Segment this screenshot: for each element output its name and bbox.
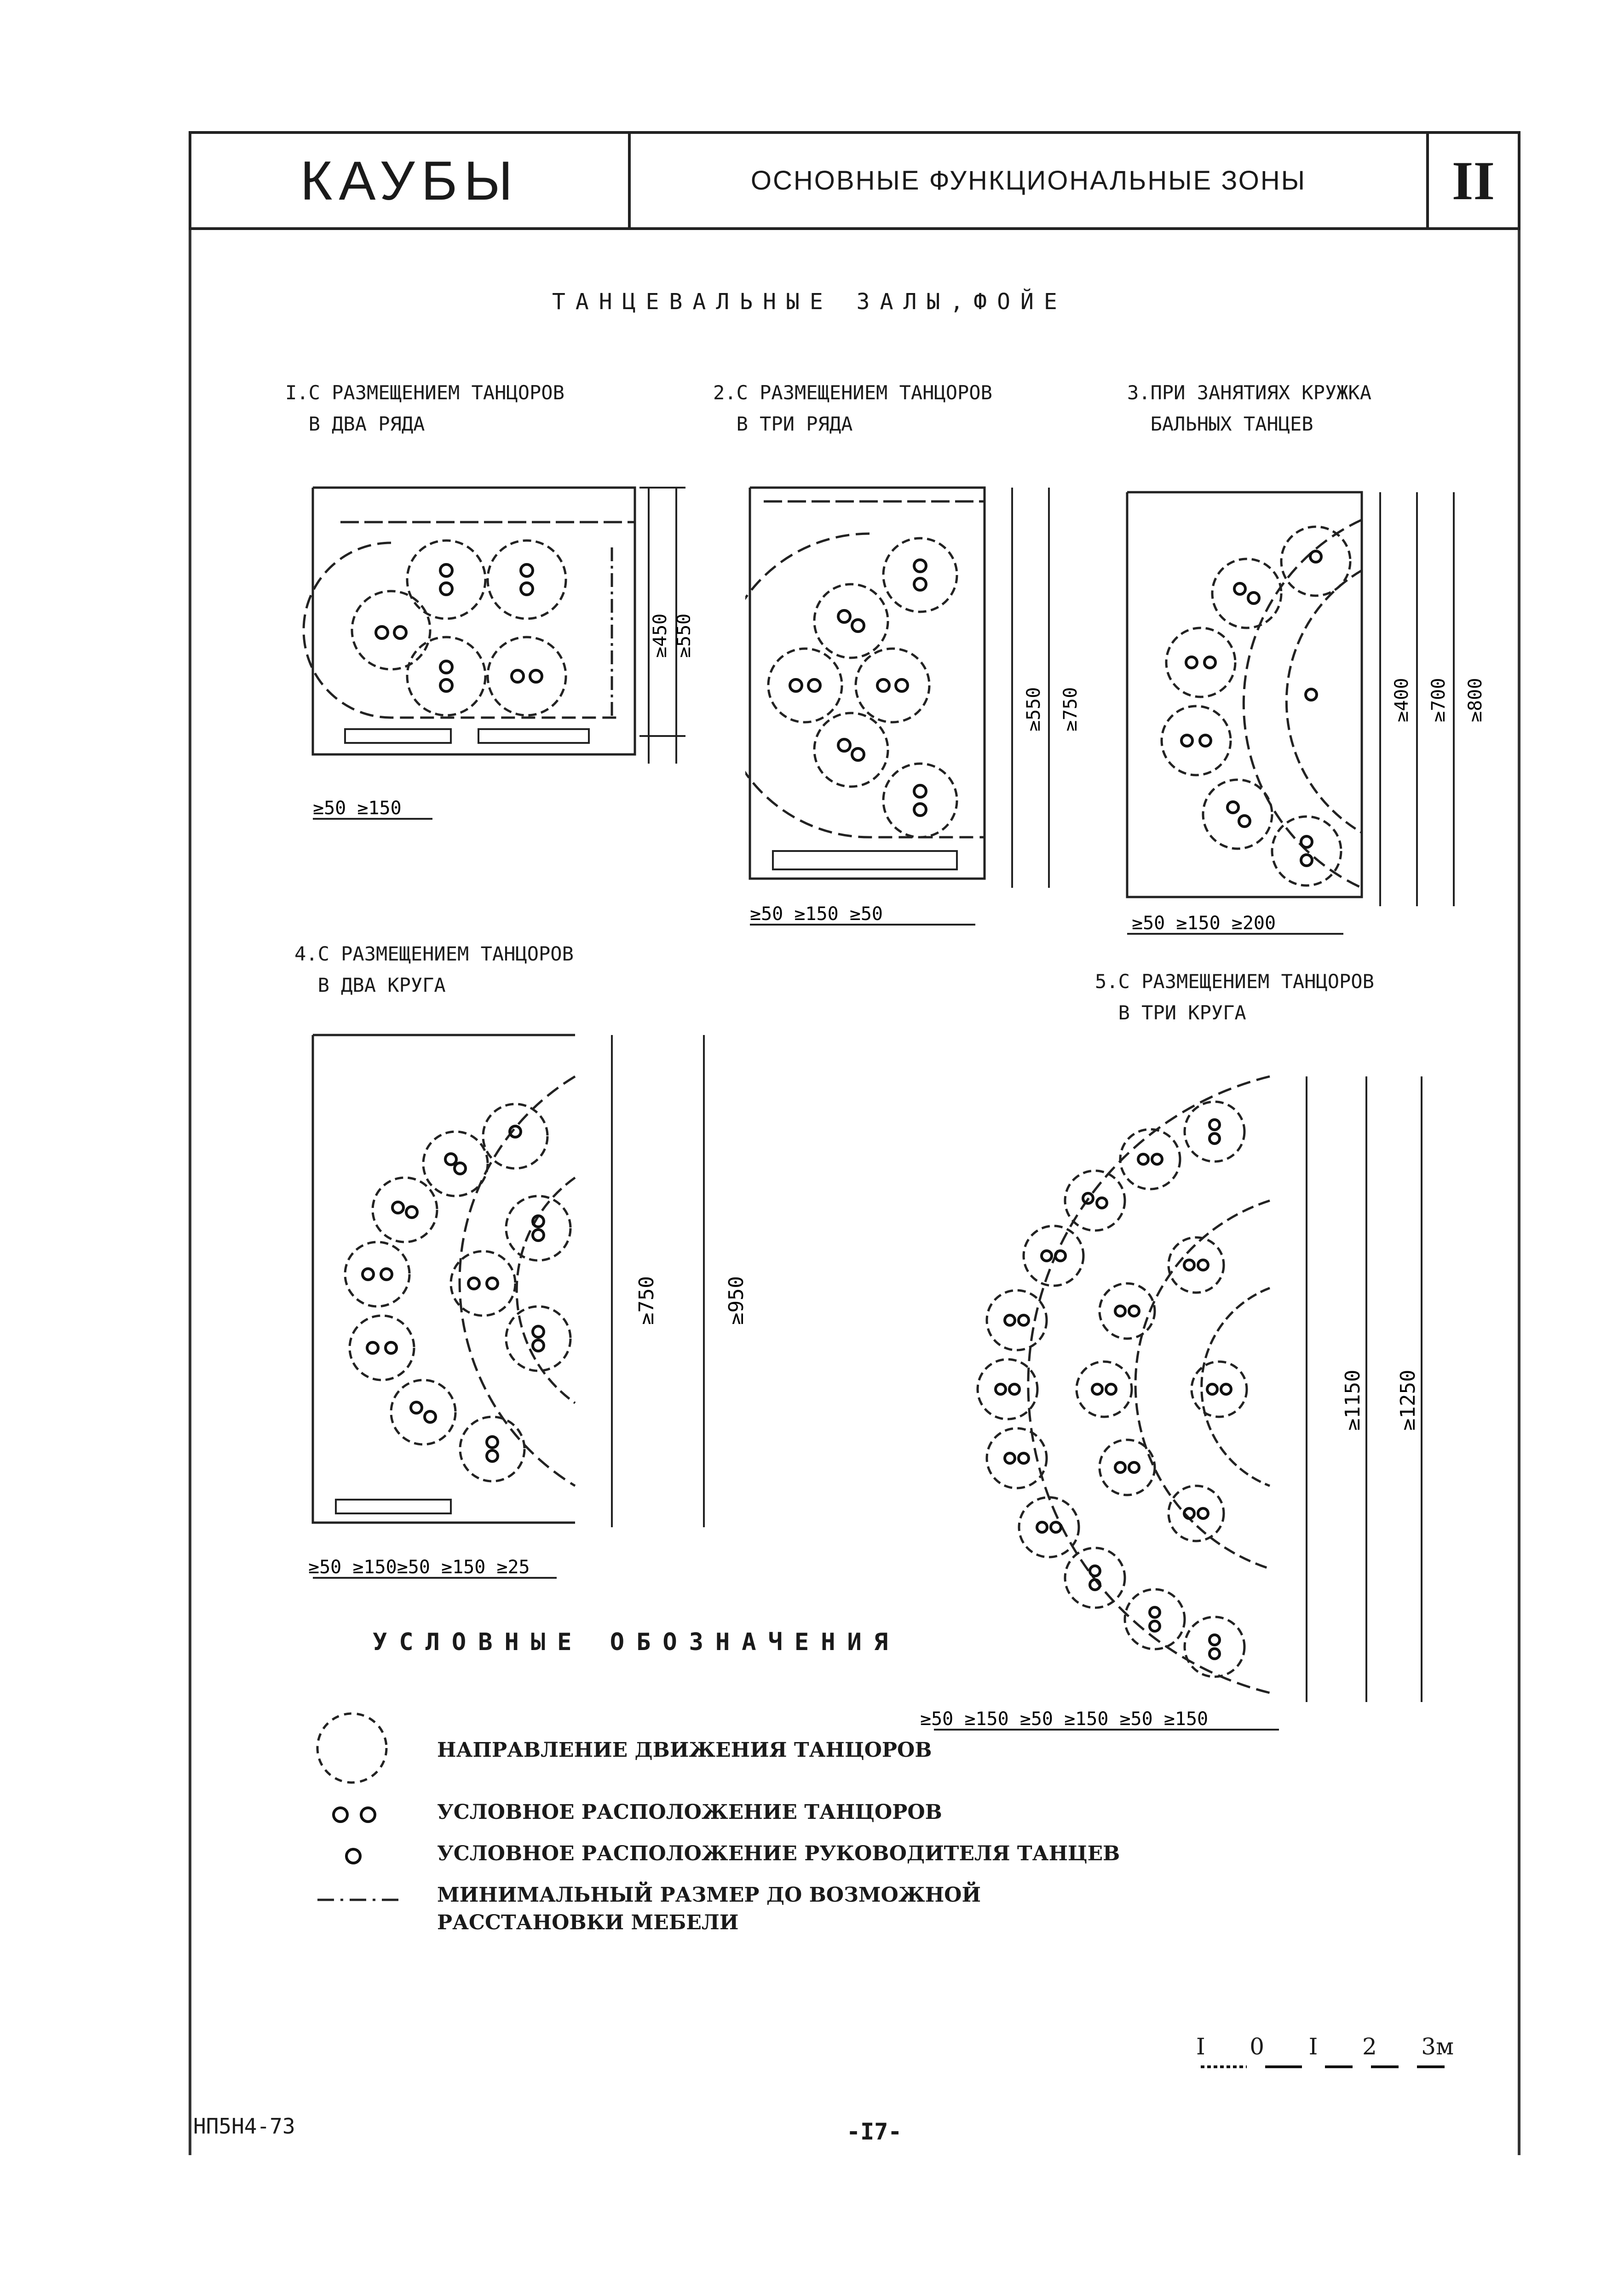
dashed-circle-icon	[316, 1712, 388, 1784]
legend-item-4: МИНИМАЛЬНЫЙ РАЗМЕР ДО ВОЗМОЖНОЙ РАССТАНО…	[437, 1883, 981, 1934]
leader-icon	[345, 1848, 362, 1864]
legend-item-1: НАПРАВЛЕНИЕ ДВИЖЕНИЯ ТАНЦОРОВ	[437, 1738, 932, 1762]
plan-2-bottom-dims: ≥50 ≥150 ≥50	[750, 903, 883, 925]
plan-3-bottom-dims: ≥50 ≥150 ≥200	[1132, 913, 1276, 934]
plan-3-side-dim-a: ≥400	[1391, 678, 1412, 722]
dancer-pair-icon	[332, 1806, 376, 1823]
plan-5-drawing: ≥50 ≥150 ≥50 ≥150 ≥50 ≥150 ≥1150 ≥1250	[920, 1075, 1422, 1731]
plan-2-caption: 2.С РАЗМЕЩЕНИЕМ ТАНЦОРОВ В ТРИ РЯДА	[713, 381, 992, 435]
page-frame-right	[1518, 131, 1520, 2155]
scale-label: 3м	[1421, 2033, 1454, 2060]
scale-label: I	[1196, 2033, 1205, 2060]
dancer-circles	[1160, 525, 1352, 887]
title-block: КАУБЫ ОСНОВНЫЕ ФУНКЦИОНАЛЬНЫЕ ЗОНЫ II	[189, 131, 1520, 230]
plan-3-caption: 3.ПРИ ЗАНЯТИЯХ КРУЖКА БАЛЬНЫХ ТАНЦЕВ	[1127, 381, 1372, 435]
page-number: -I7-	[847, 2118, 902, 2145]
legend-item-2: УСЛОВНОЕ РАСПОЛОЖЕНИЕ ТАНЦОРОВ	[437, 1800, 942, 1824]
plan-5-side-dim-b: ≥1250	[1396, 1370, 1420, 1431]
plan-3-drawing: ≥50 ≥150 ≥200 ≥400 ≥700 ≥800	[1126, 491, 1486, 935]
plan-2-side-dim-a: ≥550	[1023, 687, 1044, 731]
plan-2-side-dim-b: ≥750	[1060, 687, 1081, 731]
dancer-circles	[976, 1100, 1248, 1678]
plan-5-side-dim-a: ≥1150	[1341, 1370, 1365, 1431]
page-title: ОСНОВНЫЕ ФУНКЦИОНАЛЬНЫЕ ЗОНЫ	[750, 166, 1307, 196]
plan-1-side-dim-b: ≥550	[674, 614, 690, 658]
plan-4-bottom-dims: ≥50 ≥150≥50 ≥150 ≥25	[308, 1557, 530, 1578]
plan-5-caption: 5.С РАЗМЕЩЕНИЕМ ТАНЦОРОВ В ТРИ КРУГА	[1095, 970, 1374, 1024]
dancer-circles	[344, 1103, 572, 1483]
legend-icons	[316, 1712, 405, 1901]
plan-1-caption: I.С РАЗМЕЩЕНИЕМ ТАНЦОРОВ В ДВА РЯДА	[285, 381, 564, 435]
section-number: II	[1451, 150, 1495, 211]
legend-title: УСЛОВНЫЕ ОБОЗНАЧЕНИЯ	[373, 1628, 900, 1656]
section-cell: II	[1429, 134, 1518, 227]
plan-4-caption: 4.С РАЗМЕЩЕНИЕМ ТАНЦОРОВ В ДВА КРУГА	[294, 943, 574, 996]
scale-label: I	[1308, 2033, 1318, 2060]
page-frame-left	[189, 131, 191, 2155]
plan-3-side-dim-c: ≥800	[1465, 678, 1486, 722]
plan-4-drawing: ≥50 ≥150≥50 ≥150 ≥25 ≥750 ≥950	[308, 1034, 748, 1579]
plan-5-bottom-dims: ≥50 ≥150 ≥50 ≥150 ≥50 ≥150	[920, 1708, 1208, 1730]
plan-1-drawing: ≥50 ≥150 ≥450 ≥550	[302, 486, 690, 820]
logo: КАУБЫ	[300, 150, 519, 212]
scale-ruler	[1201, 2065, 1445, 2068]
plan-1-bottom-dims: ≥50 ≥150	[313, 798, 402, 819]
title-cell: ОСНОВНЫЕ ФУНКЦИОНАЛЬНЫЕ ЗОНЫ	[631, 134, 1429, 227]
section-heading: ТАНЦЕВАЛЬНЫЕ ЗАЛЫ,ФОЙЕ	[552, 289, 1067, 315]
plan-4-side-dim-a: ≥750	[635, 1276, 658, 1325]
plan-2-drawing: ≥50 ≥150 ≥50 ≥550 ≥750	[745, 486, 1081, 926]
scale-labels: I 0 I 2 3м	[1196, 2033, 1454, 2060]
logo-cell: КАУБЫ	[191, 134, 631, 227]
legend-item-3: УСЛОВНОЕ РАСПОЛОЖЕНИЕ РУКОВОДИТЕЛЯ ТАНЦЕ…	[437, 1842, 1120, 1865]
dancer-circles	[351, 539, 567, 717]
dancer-circles	[767, 537, 958, 839]
scale-label: 0	[1250, 2033, 1265, 2060]
document-code: НП5Н4-73	[193, 2114, 295, 2139]
scale-bar: I 0 I 2 3м	[1196, 2033, 1454, 2076]
plan-4-side-dim-b: ≥950	[725, 1276, 748, 1325]
plan-1-side-dim-a: ≥450	[650, 614, 671, 658]
plan-3-side-dim-b: ≥700	[1428, 678, 1449, 722]
scale-label: 2	[1362, 2033, 1377, 2060]
